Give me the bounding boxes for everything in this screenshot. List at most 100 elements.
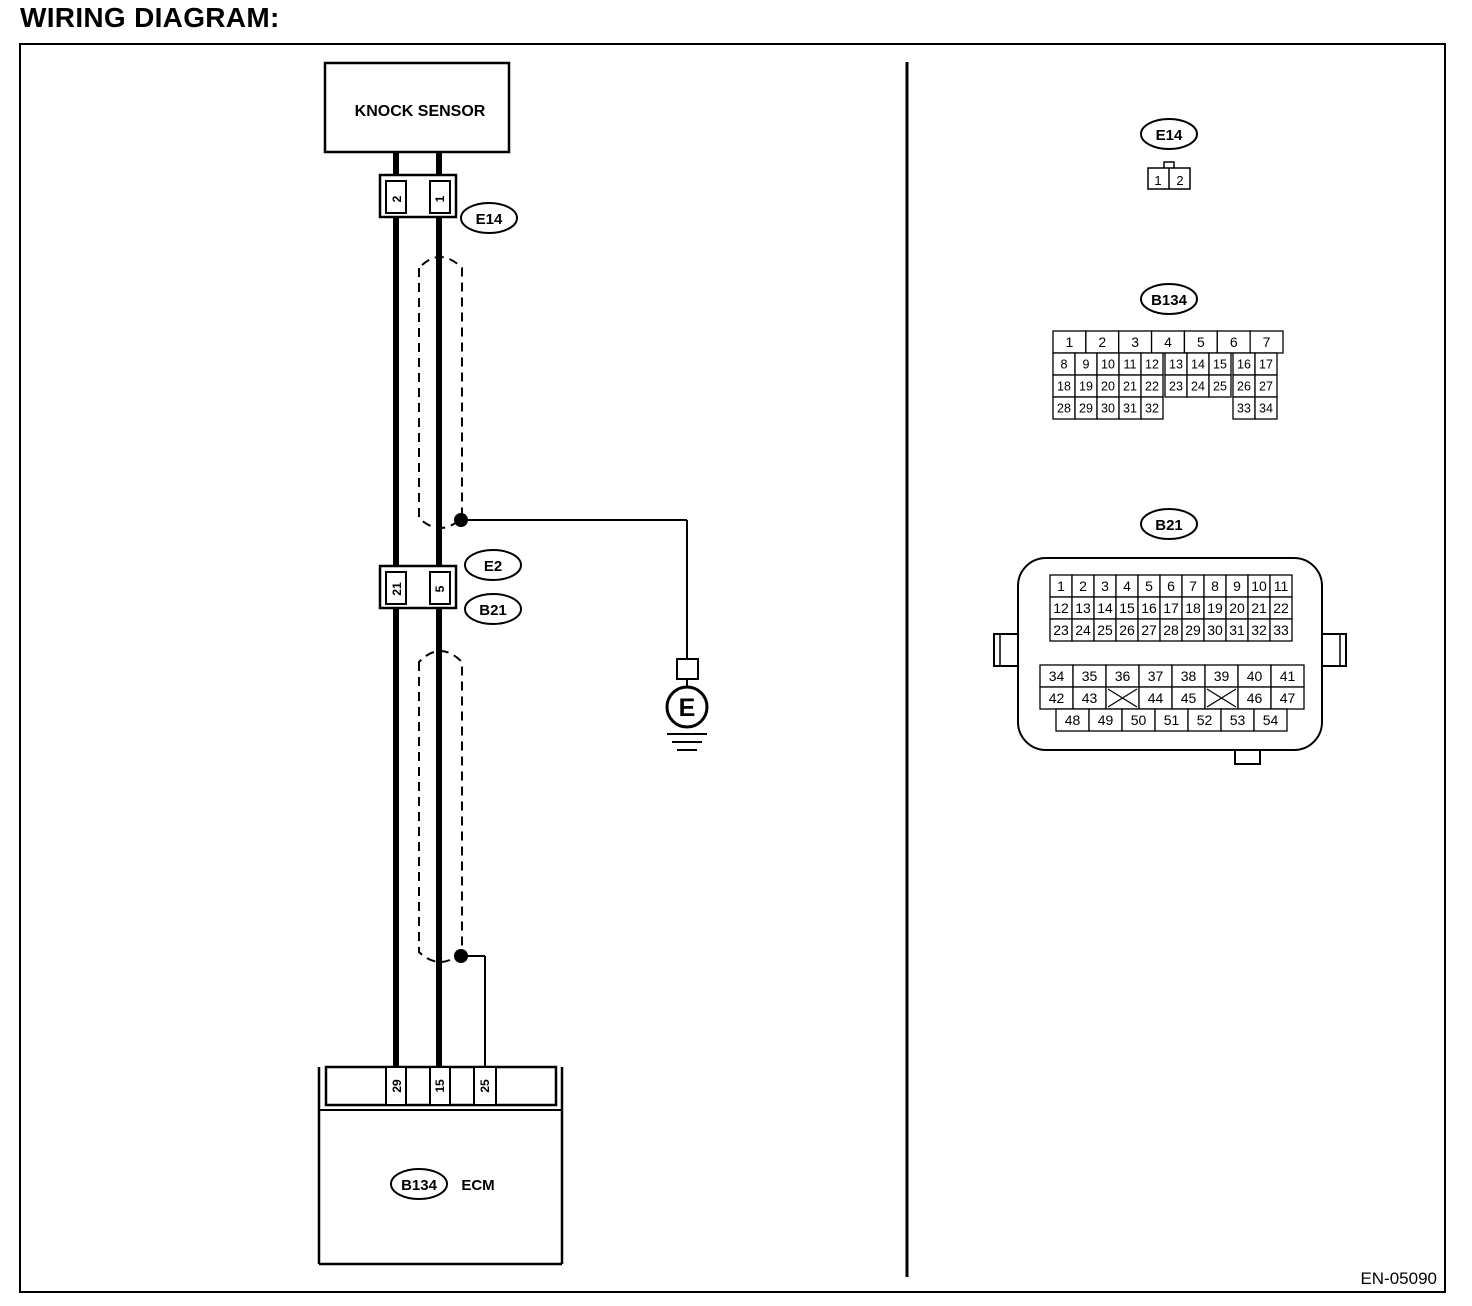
svg-text:48: 48 bbox=[1065, 712, 1081, 728]
b21-pin-34: 34 bbox=[1039, 664, 1074, 688]
view-b21-title: B21 bbox=[1155, 517, 1183, 534]
svg-text:36: 36 bbox=[1115, 668, 1131, 684]
b21-pin-1: 1 bbox=[1049, 574, 1073, 598]
pin-b21-5: 5 bbox=[433, 585, 447, 592]
page-title: WIRING DIAGRAM: bbox=[20, 2, 280, 33]
svg-text:17: 17 bbox=[1259, 358, 1273, 372]
b21-pin-45: 45 bbox=[1171, 686, 1206, 710]
svg-text:20: 20 bbox=[1101, 380, 1115, 394]
figure-code: EN-05090 bbox=[1360, 1269, 1437, 1288]
b21-pin-27: 27 bbox=[1137, 618, 1161, 642]
svg-text:27: 27 bbox=[1259, 380, 1273, 394]
ecm-label: ECM bbox=[461, 1177, 494, 1194]
svg-text:20: 20 bbox=[1229, 600, 1245, 616]
b134-pin-21: 21 bbox=[1118, 374, 1142, 398]
b134-pin-22: 22 bbox=[1140, 374, 1164, 398]
b134-pin-31: 31 bbox=[1118, 396, 1142, 420]
b21-pin-17: 17 bbox=[1159, 596, 1183, 620]
svg-text:53: 53 bbox=[1230, 712, 1246, 728]
b21-pin-10: 10 bbox=[1247, 574, 1271, 598]
svg-text:14: 14 bbox=[1191, 358, 1205, 372]
ground-label: E bbox=[679, 694, 696, 722]
svg-text:38: 38 bbox=[1181, 668, 1197, 684]
svg-text:30: 30 bbox=[1207, 622, 1223, 638]
svg-text:26: 26 bbox=[1237, 380, 1251, 394]
b21-pin-36: 36 bbox=[1105, 664, 1140, 688]
b21-pin-6: 6 bbox=[1159, 574, 1183, 598]
view-e14-title: E14 bbox=[1156, 127, 1183, 144]
svg-text:21: 21 bbox=[1123, 380, 1137, 394]
svg-text:52: 52 bbox=[1197, 712, 1213, 728]
pin-e14-1: 1 bbox=[433, 195, 447, 202]
b21-pin-46: 46 bbox=[1237, 686, 1272, 710]
svg-text:3: 3 bbox=[1131, 334, 1139, 350]
svg-text:35: 35 bbox=[1082, 668, 1098, 684]
svg-text:21: 21 bbox=[1251, 600, 1267, 616]
svg-text:8: 8 bbox=[1061, 358, 1068, 372]
svg-text:19: 19 bbox=[1079, 380, 1093, 394]
b134-pin-7: 7 bbox=[1249, 330, 1284, 354]
svg-text:24: 24 bbox=[1191, 380, 1205, 394]
b134-pin-17: 17 bbox=[1254, 352, 1278, 376]
svg-text:2: 2 bbox=[1079, 578, 1087, 594]
svg-text:37: 37 bbox=[1148, 668, 1164, 684]
svg-text:24: 24 bbox=[1075, 622, 1091, 638]
ecm: 29 15 25 B134 ECM bbox=[317, 1065, 564, 1266]
svg-text:28: 28 bbox=[1163, 622, 1179, 638]
svg-text:50: 50 bbox=[1131, 712, 1147, 728]
svg-text:11: 11 bbox=[1124, 358, 1137, 372]
b21-pin-41: 41 bbox=[1270, 664, 1305, 688]
b21-pin-9: 9 bbox=[1225, 574, 1249, 598]
b21-pin-49: 49 bbox=[1088, 708, 1123, 732]
b21-pin-23: 23 bbox=[1049, 618, 1073, 642]
svg-text:15: 15 bbox=[1119, 600, 1135, 616]
svg-text:2: 2 bbox=[1098, 334, 1106, 350]
b21-pin-44: 44 bbox=[1138, 686, 1173, 710]
b134-pin-2: 2 bbox=[1085, 330, 1120, 354]
svg-text:10: 10 bbox=[1251, 578, 1267, 594]
b21-pin-32: 32 bbox=[1247, 618, 1271, 642]
svg-text:30: 30 bbox=[1101, 402, 1115, 416]
b21-pin-11: 11 bbox=[1269, 574, 1293, 598]
b21-pin-20: 20 bbox=[1225, 596, 1249, 620]
tag-e2: E2 bbox=[464, 549, 522, 581]
b134-pin-6: 6 bbox=[1216, 330, 1251, 354]
svg-text:7: 7 bbox=[1263, 334, 1271, 350]
svg-text:6: 6 bbox=[1230, 334, 1238, 350]
svg-text:40: 40 bbox=[1247, 668, 1263, 684]
b21-pin-8: 8 bbox=[1203, 574, 1227, 598]
b134-pin-14: 14 bbox=[1186, 352, 1210, 376]
svg-text:43: 43 bbox=[1082, 690, 1098, 706]
b21-pin-15: 15 bbox=[1115, 596, 1139, 620]
b21-blank-pin bbox=[1105, 686, 1140, 710]
tag-b134 bbox=[390, 1168, 448, 1200]
b134-pin-19: 19 bbox=[1074, 374, 1098, 398]
b21-pin-42: 42 bbox=[1039, 686, 1074, 710]
b134-pin-10: 10 bbox=[1096, 352, 1120, 376]
b21-pin-39: 39 bbox=[1204, 664, 1239, 688]
b21-pin-25: 25 bbox=[1093, 618, 1117, 642]
svg-text:33: 33 bbox=[1237, 402, 1251, 416]
svg-text:31: 31 bbox=[1123, 402, 1137, 416]
svg-text:23: 23 bbox=[1169, 380, 1183, 394]
b134-pin-25: 25 bbox=[1208, 374, 1232, 398]
svg-text:45: 45 bbox=[1181, 690, 1197, 706]
svg-text:1: 1 bbox=[1066, 334, 1074, 350]
b21-pin-21: 21 bbox=[1247, 596, 1271, 620]
svg-text:51: 51 bbox=[1164, 712, 1180, 728]
svg-text:22: 22 bbox=[1273, 600, 1289, 616]
svg-text:41: 41 bbox=[1280, 668, 1296, 684]
svg-text:27: 27 bbox=[1141, 622, 1157, 638]
b21-pin-18: 18 bbox=[1181, 596, 1205, 620]
b134-pin-16: 16 bbox=[1232, 352, 1256, 376]
ecm-drain-wire bbox=[454, 949, 486, 1067]
shield-ground-wire: E bbox=[454, 513, 709, 751]
b21-pin-3: 3 bbox=[1093, 574, 1117, 598]
b21-pin-16: 16 bbox=[1137, 596, 1161, 620]
svg-text:5: 5 bbox=[1197, 334, 1205, 350]
b134-pin-12: 12 bbox=[1140, 352, 1164, 376]
b134-pin-34: 34 bbox=[1254, 396, 1278, 420]
svg-text:4: 4 bbox=[1123, 578, 1131, 594]
